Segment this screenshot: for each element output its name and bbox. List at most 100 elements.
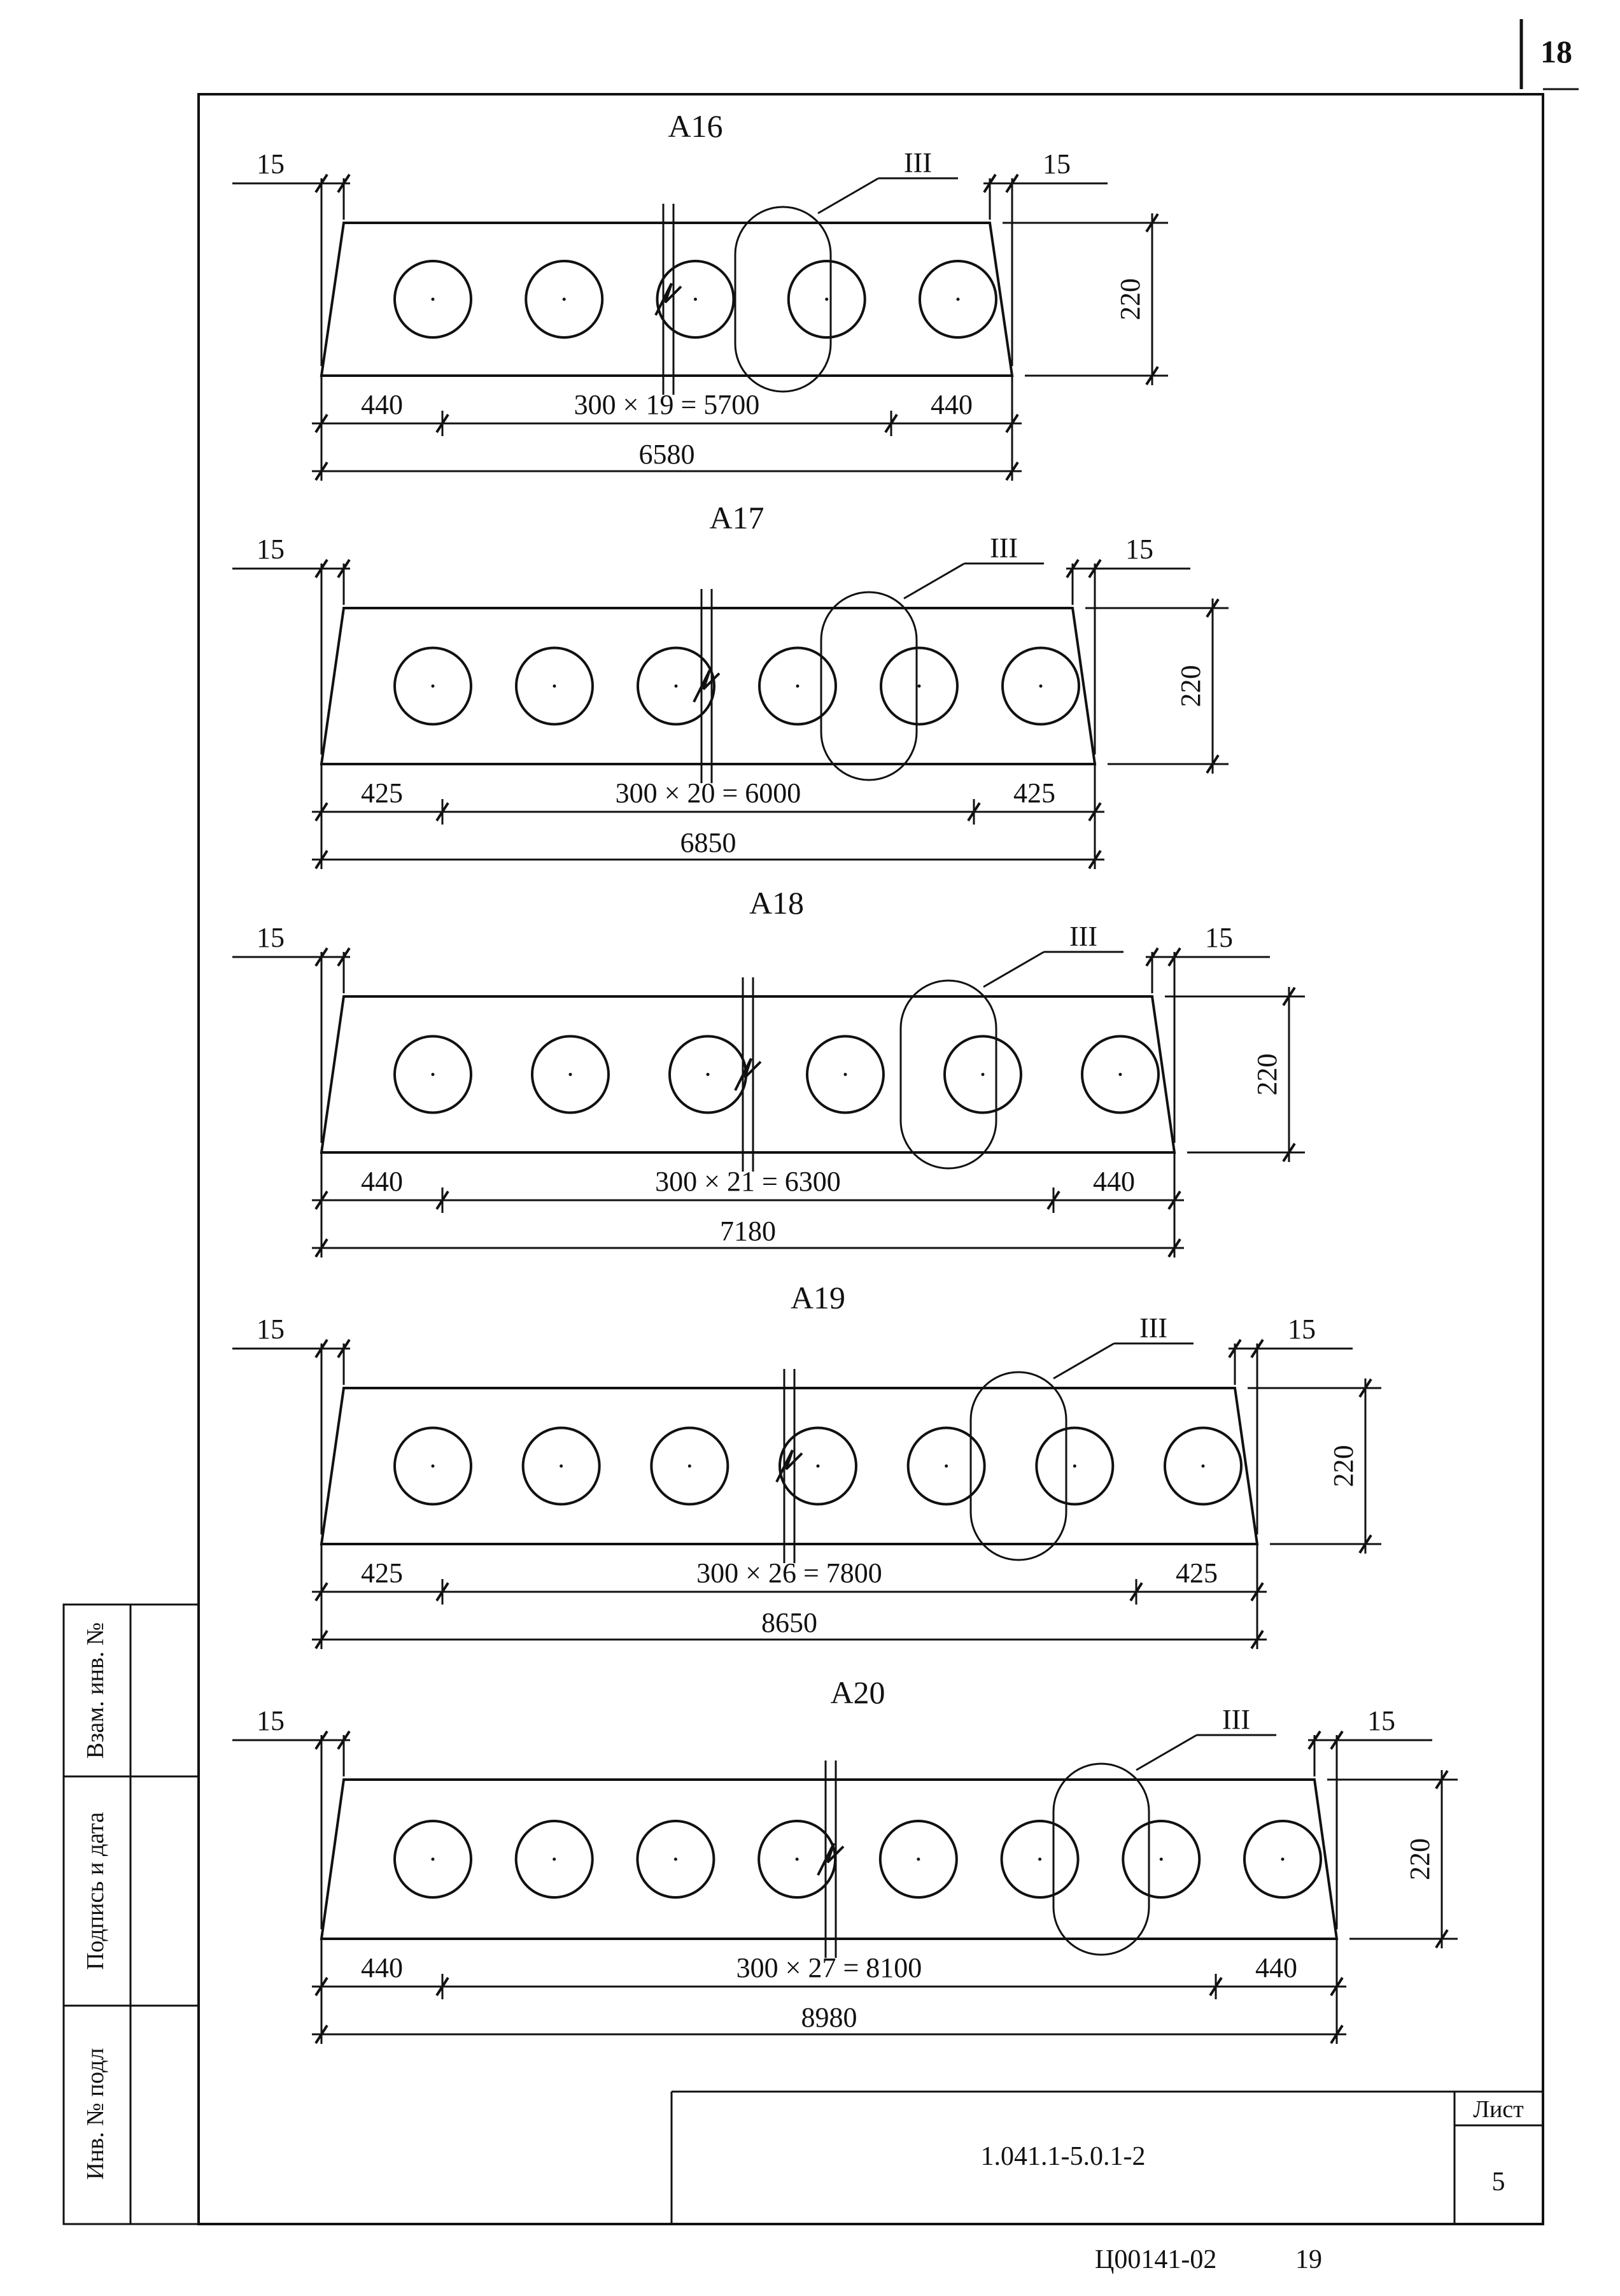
- core-hole-center: [1159, 1857, 1163, 1861]
- middle-span-dim: 300 × 27 = 8100: [736, 1952, 922, 1983]
- core-hole-center: [1201, 1464, 1205, 1468]
- end-right-dim: 440: [1093, 1166, 1135, 1197]
- panel-title: А19: [791, 1280, 845, 1315]
- core-hole-center: [431, 684, 435, 688]
- height-label: 220: [1115, 278, 1146, 320]
- core-hole-rim: [673, 1035, 742, 1056]
- offset-tick: [1005, 173, 1019, 194]
- sheet-frame: [197, 93, 1544, 2225]
- total-tick: [1005, 461, 1019, 481]
- page-number: 18: [1540, 34, 1572, 69]
- left-offset-label: 15: [257, 1314, 285, 1345]
- core-hole-center: [553, 684, 556, 688]
- height-tick: [1282, 1142, 1296, 1163]
- archive-page: 19: [1295, 2245, 1322, 2274]
- total-length-dim: 8980: [801, 2002, 857, 2033]
- core-hole-rim: [536, 1035, 605, 1056]
- offset-tick: [314, 558, 328, 579]
- core-hole-rim: [398, 646, 467, 668]
- core-hole-rim: [530, 260, 598, 281]
- chain-tick: [1005, 413, 1019, 434]
- right-offset-label: 15: [1125, 534, 1153, 565]
- detail-callout-outline: [820, 591, 918, 781]
- total-tick: [314, 849, 328, 870]
- core-hole-center: [674, 684, 678, 688]
- core-hole-rim: [1006, 1820, 1074, 1841]
- core-hole-rim: [948, 1035, 1017, 1056]
- detail-callout-outline: [1052, 1762, 1150, 1956]
- left-offset-label: 15: [257, 148, 285, 180]
- chain-tick: [435, 413, 449, 434]
- offset-tick: [337, 558, 351, 579]
- core-hole-center: [687, 1464, 691, 1468]
- end-left-dim: 440: [361, 1952, 403, 1983]
- panel-title: А17: [709, 500, 764, 535]
- middle-span-dim: 300 × 21 = 6300: [655, 1166, 841, 1197]
- core-hole-rim: [520, 1820, 589, 1841]
- core-hole-center: [1073, 1464, 1076, 1468]
- height-label: 220: [1175, 665, 1206, 707]
- chain-tick: [1167, 1190, 1181, 1210]
- side-stamp-original-inv: Инв. № подл: [82, 2048, 109, 2179]
- core-hole-center: [1118, 1073, 1122, 1076]
- height-tick: [1282, 986, 1296, 1007]
- archive-code: Ц00141-02: [1095, 2245, 1216, 2274]
- core-hole-center: [843, 1073, 847, 1076]
- chain-tick: [1088, 802, 1102, 822]
- core-hole-rim: [398, 1426, 467, 1448]
- core-hole-rim: [1086, 1035, 1155, 1056]
- core-hole-center: [796, 684, 799, 688]
- break-zigzag: [775, 1449, 803, 1483]
- core-hole-center: [431, 1073, 435, 1076]
- break-zigzag: [693, 669, 721, 703]
- total-length-dim: 6850: [680, 827, 736, 858]
- height-tick: [1358, 1534, 1372, 1554]
- offset-tick: [1167, 947, 1181, 967]
- detail-leader: [983, 951, 1045, 988]
- offset-tick: [314, 947, 328, 967]
- total-tick: [1250, 1629, 1264, 1650]
- core-hole-rim: [398, 1820, 467, 1841]
- end-right-dim: 425: [1176, 1557, 1218, 1589]
- offset-tick: [337, 173, 351, 194]
- break-zigzag: [817, 1843, 845, 1876]
- core-hole-center: [981, 1073, 985, 1076]
- core-hole-rim: [1006, 646, 1075, 668]
- end-left-dim: 440: [361, 1166, 403, 1197]
- right-offset-label: 15: [1205, 922, 1233, 953]
- left-offset-label: 15: [257, 922, 285, 953]
- height-tick: [1206, 754, 1220, 774]
- total-tick: [1330, 2024, 1344, 2044]
- total-tick: [314, 2024, 328, 2044]
- chain-tick: [314, 413, 328, 434]
- core-hole-rim: [884, 1820, 953, 1841]
- core-hole-rim: [642, 1820, 710, 1841]
- height-label: 220: [1328, 1445, 1359, 1487]
- height-tick: [1145, 365, 1159, 386]
- height-tick: [1206, 598, 1220, 618]
- document-code: 1.041.1-5.0.1-2: [981, 2142, 1146, 2171]
- left-offset-label: 15: [257, 534, 285, 565]
- detail-label: III: [990, 532, 1018, 563]
- chain-tick: [314, 1976, 328, 1997]
- end-left-dim: 425: [361, 1557, 403, 1589]
- core-hole-center: [706, 1073, 710, 1076]
- height-tick: [1435, 1929, 1449, 1949]
- core-hole-center: [560, 1464, 563, 1468]
- chain-tick: [1209, 1976, 1223, 1997]
- offset-tick: [314, 173, 328, 194]
- offset-tick: [337, 1338, 351, 1359]
- offset-tick: [1088, 558, 1102, 579]
- core-hole-rim: [1248, 1820, 1317, 1841]
- total-length-dim: 6580: [639, 439, 695, 470]
- total-tick: [314, 1238, 328, 1258]
- core-hole-center: [945, 1464, 948, 1468]
- core-hole-rim: [792, 260, 861, 281]
- chain-tick: [435, 1976, 449, 1997]
- height-tick: [1145, 213, 1159, 233]
